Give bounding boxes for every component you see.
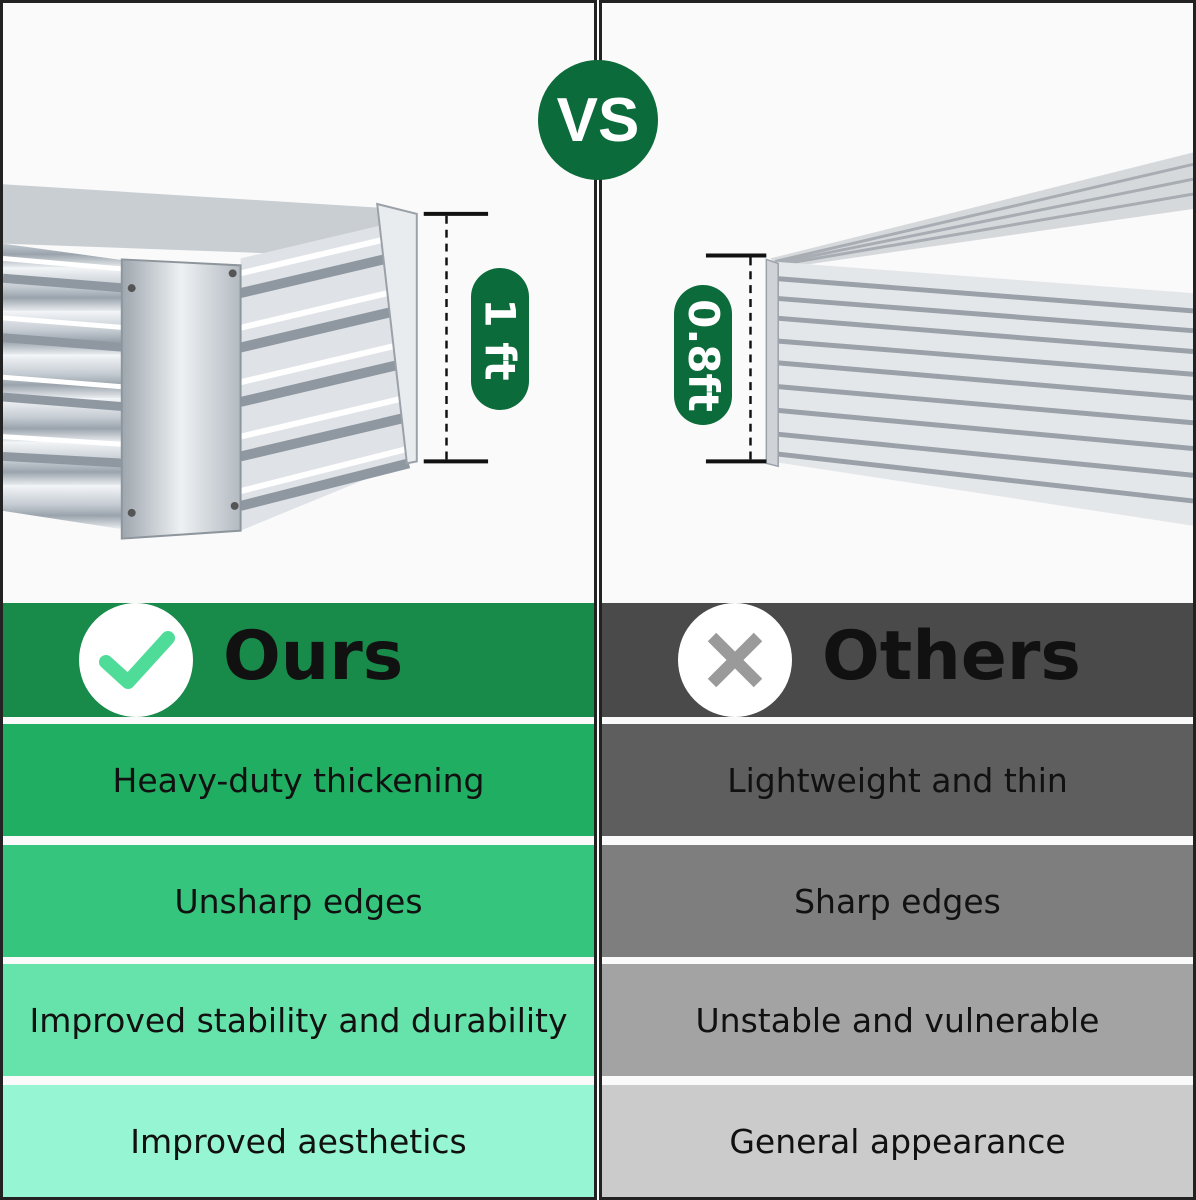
ours-header: Ours [3, 603, 594, 717]
ours-height-dimension-line [423, 211, 489, 464]
others-header: Others [602, 603, 1193, 717]
ours-feature-text: Improved stability and durability [29, 1000, 568, 1040]
cross-icon [707, 632, 763, 688]
ours-wall-corrugations [239, 218, 411, 531]
others-feature-text: Sharp edges [794, 881, 1001, 921]
ours-feature-text: Improved aesthetics [130, 1121, 467, 1161]
ours-feature-row: Improved aesthetics [3, 1085, 594, 1197]
others-title: Others [822, 617, 1081, 696]
ours-feature-text: Heavy-duty thickening [112, 760, 485, 800]
ours-title: Ours [223, 617, 404, 696]
others-feature-row: Unstable and vulnerable [602, 964, 1193, 1076]
others-feature-row: Lightweight and thin [602, 724, 1193, 836]
ours-feature-row: Heavy-duty thickening [3, 724, 594, 836]
ours-height-label: 1 ft [471, 268, 529, 410]
others-feature-text: General appearance [729, 1121, 1066, 1161]
checkmark-icon [99, 631, 175, 689]
others-feature-row: General appearance [602, 1085, 1193, 1197]
ours-garden-bed-photo [3, 184, 489, 540]
ours-feature-row: Unsharp edges [3, 845, 594, 957]
others-feature-text: Lightweight and thin [727, 760, 1068, 800]
vs-badge: VS [538, 60, 658, 180]
others-height-dimension-line [705, 253, 767, 464]
others-height-label: 0.8ft [674, 285, 732, 425]
others-garden-bed-photo [705, 152, 1193, 526]
ours-feature-text: Unsharp edges [174, 881, 423, 921]
others-feature-text: Unstable and vulnerable [695, 1000, 1100, 1040]
others-feature-row: Sharp edges [602, 845, 1193, 957]
others-panel: 0.8ft Others Lightweight and thin Sharp … [599, 0, 1196, 1200]
others-wall-corrugations [771, 275, 1193, 504]
ours-feature-row: Improved stability and durability [3, 964, 594, 1076]
others-badge [678, 603, 792, 717]
ours-panel: 1 ft Ours Heavy-duty thickening Unsharp … [0, 0, 597, 1200]
ours-badge [79, 603, 193, 717]
